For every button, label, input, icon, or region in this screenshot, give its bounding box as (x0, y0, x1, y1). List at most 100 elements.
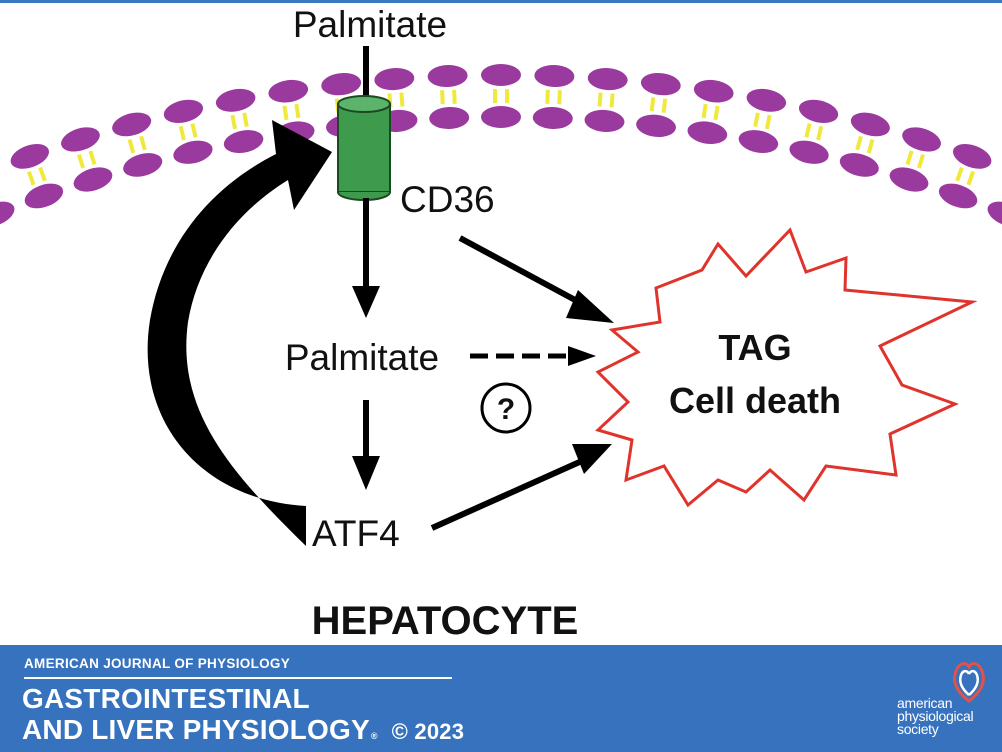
top-border-line (0, 0, 1002, 3)
lipid-head-outer (587, 67, 628, 91)
cd36-label: CD36 (400, 179, 495, 220)
lipid-head-outer (693, 79, 734, 103)
journal-title-line2: AND LIVER PHYSIOLOGY® © 2023 (22, 714, 464, 746)
lipid-tail (816, 125, 824, 141)
lipid-head-outer (0, 158, 3, 193)
lipid-head-outer (427, 64, 468, 88)
lipid-tail (190, 123, 198, 138)
lipid-head-inner (687, 121, 728, 145)
lipid-head-inner (173, 140, 213, 164)
lipid-tail (713, 105, 720, 121)
lipid-head-outer (321, 72, 362, 96)
outcome-label-tag: TAG (718, 327, 791, 368)
lipid-head-outer (746, 88, 787, 112)
lipid-head-inner (889, 167, 929, 192)
lipid-tail (38, 166, 47, 182)
cd36-to-outcome-arrowhead (566, 290, 614, 323)
lipid-head-inner (738, 130, 779, 153)
lipid-head-outer (61, 127, 100, 152)
society-name-line3: society (897, 721, 939, 737)
lipid-head-outer (534, 64, 575, 88)
lipid-tail (230, 114, 238, 130)
lipid-tail (440, 90, 445, 105)
lipid-tail (866, 138, 875, 154)
palmitate-to-atf4-arrowhead (352, 456, 380, 490)
lipid-head-inner (789, 140, 829, 164)
lipid-head-inner (584, 109, 625, 133)
lipid-head-outer (374, 67, 415, 91)
lipid-tail (753, 112, 760, 128)
lipid-head-inner (481, 106, 521, 128)
palmitate-to-outcome-dashed-arrowhead (568, 346, 596, 366)
cd36-to-palmitate-arrowhead (352, 286, 380, 318)
lipid-head-inner (123, 153, 163, 177)
lipid-head-inner (73, 167, 113, 192)
lipid-tail (399, 92, 405, 107)
lipid-tail (557, 90, 562, 105)
lipid-head-outer (850, 112, 890, 137)
lipid-tail (609, 93, 615, 108)
lipid-tail (955, 166, 964, 182)
lipid-head-outer (902, 127, 941, 152)
lipid-head-inner (839, 153, 879, 177)
lipid-head-inner (636, 114, 676, 138)
lipid-tail (804, 123, 812, 138)
atf4-to-outcome-arrowhead (572, 444, 612, 474)
lipid-tail (597, 92, 603, 107)
lipid-tail (905, 150, 914, 165)
journal-title-line2-text: AND LIVER PHYSIOLOGY (22, 714, 370, 745)
lipid-head-inner (24, 183, 64, 209)
lipid-tail (661, 98, 668, 113)
atf4-label: ATF4 (312, 513, 400, 554)
lipid-tail (764, 114, 772, 130)
lipid-head-outer (10, 144, 50, 169)
palmitate-outside-label: Palmitate (293, 4, 447, 45)
lipid-tail (701, 103, 708, 119)
society-logo-icon (953, 662, 985, 703)
lipid-tail (855, 135, 863, 151)
lipid-tail (649, 97, 656, 112)
cd36-to-outcome-arrow (458, 235, 592, 311)
lipid-tail (917, 153, 926, 169)
lipid-tail (26, 170, 36, 186)
lipid-tail (178, 125, 186, 141)
lipid-head-outer (798, 99, 839, 123)
cell-membrane-bilayer (0, 64, 1002, 227)
journal-footer-band: AMERICAN JOURNAL OF PHYSIOLOGY GASTROINT… (0, 645, 1002, 752)
lipid-tail (242, 112, 249, 128)
outcome-burst-shape (595, 227, 978, 508)
lipid-head-inner (532, 106, 573, 130)
lipid-head-outer (215, 88, 256, 112)
palmitate-inside-label: Palmitate (285, 337, 439, 378)
lipid-head-outer (163, 99, 204, 123)
cd36-receptor (337, 95, 391, 201)
lipid-tail (294, 103, 301, 119)
atf4-to-cd36-feedback-arrow (147, 120, 332, 546)
registered-trademark: ® (370, 731, 378, 741)
atf4-to-outcome-arrow (430, 457, 586, 531)
lipid-head-outer (112, 112, 152, 137)
question-mark: ? (497, 393, 515, 426)
lipid-tail (127, 138, 136, 154)
lipid-head-outer (640, 72, 681, 96)
journal-series-name: AMERICAN JOURNAL OF PHYSIOLOGY (24, 656, 291, 671)
lipid-head-inner (429, 106, 470, 130)
lipid-head-inner (0, 201, 15, 227)
cell-type-label: HEPATOCYTE (312, 599, 579, 643)
lipid-head-inner (938, 183, 978, 209)
society-name-line1: american (897, 695, 953, 711)
lipid-head-outer (481, 64, 521, 86)
lipid-head-outer (952, 144, 992, 169)
lipid-tail (545, 89, 550, 104)
question-circle (480, 382, 532, 434)
society-name-line2: physiological (897, 708, 974, 724)
lipid-tail (966, 170, 976, 186)
society-name: american physiological society (897, 695, 997, 737)
lipid-tail (76, 153, 85, 169)
lipid-head-inner (987, 201, 1002, 227)
copyright-notice: © 2023 (391, 719, 465, 744)
footer-divider (24, 677, 452, 679)
lipid-head-outer (268, 79, 309, 103)
lipid-tail (88, 150, 97, 165)
outcome-label-cell-death: Cell death (669, 380, 841, 421)
